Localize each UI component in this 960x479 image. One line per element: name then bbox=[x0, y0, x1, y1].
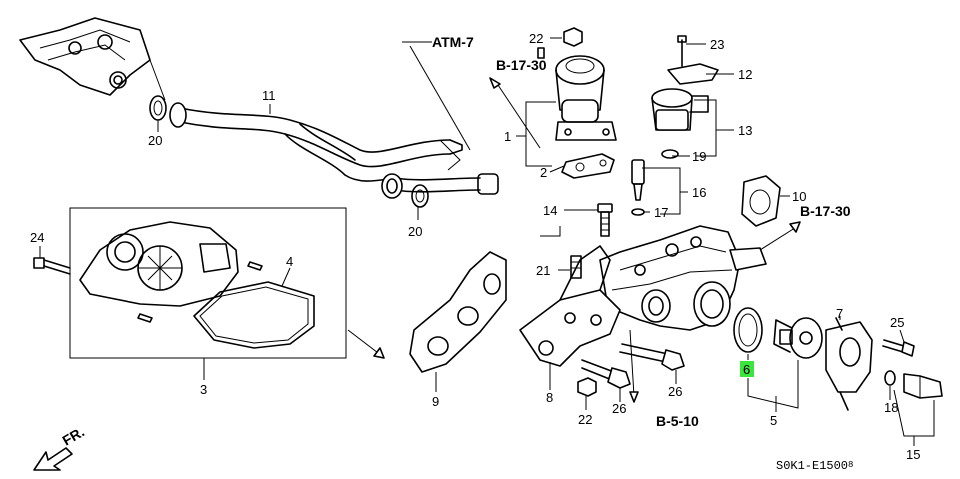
o-ring-lower bbox=[411, 184, 429, 208]
callout-9: 9 bbox=[432, 394, 439, 409]
pump-o-ring-inner bbox=[199, 286, 309, 344]
callout-3: 3 bbox=[200, 382, 207, 397]
dowel-pin-b bbox=[137, 313, 153, 323]
callout-5: 5 bbox=[770, 413, 777, 428]
nut-lower bbox=[577, 377, 597, 397]
thermostat-gasket bbox=[733, 307, 763, 353]
ref-atm-7: ATM-7 bbox=[432, 34, 474, 50]
callout-6-highlight bbox=[740, 361, 754, 377]
callout-26-right: 26 bbox=[668, 384, 682, 399]
temp-switch bbox=[884, 370, 943, 399]
solenoid-valve bbox=[651, 35, 719, 159]
o-ring-lower-inner bbox=[415, 189, 425, 203]
cover-bolt bbox=[882, 339, 915, 357]
callout-11: 11 bbox=[262, 88, 276, 103]
bleed-bolt bbox=[597, 203, 613, 237]
front-label: FR. bbox=[60, 423, 88, 448]
water-pump-box bbox=[69, 207, 347, 359]
leader-lines bbox=[39, 37, 935, 446]
callout-13: 13 bbox=[738, 123, 752, 138]
callout-24: 24 bbox=[30, 230, 44, 245]
ref-b-17-30-right: B-17-30 bbox=[800, 203, 851, 219]
thermostat-cover bbox=[825, 317, 873, 411]
callout-7: 7 bbox=[836, 306, 843, 321]
reference-arrows bbox=[347, 41, 801, 403]
callout-6: 6 bbox=[743, 362, 750, 377]
callout-14: 14 bbox=[543, 203, 557, 218]
callout-1: 1 bbox=[504, 129, 511, 144]
egr-gasket bbox=[561, 153, 615, 179]
callout-25: 25 bbox=[890, 315, 904, 330]
flange-bolt-right bbox=[619, 343, 685, 371]
egr-valve bbox=[537, 47, 617, 141]
ref-b-17-30-top: B-17-30 bbox=[496, 57, 547, 73]
callout-19: 19 bbox=[692, 149, 706, 164]
callout-22-top: 22 bbox=[529, 31, 543, 46]
callout-20-upper: 20 bbox=[148, 133, 162, 148]
callout-22-lower: 22 bbox=[578, 412, 592, 427]
callout-10: 10 bbox=[792, 189, 806, 204]
callout-4: 4 bbox=[286, 254, 293, 269]
water-pipe bbox=[169, 102, 499, 199]
callout-18: 18 bbox=[884, 400, 898, 415]
callout-26-lower: 26 bbox=[612, 401, 626, 416]
callout-21: 21 bbox=[536, 263, 550, 278]
pump-o-ring bbox=[193, 281, 315, 349]
intake-manifold-gasket bbox=[409, 251, 507, 373]
temperature-sensor bbox=[631, 159, 645, 201]
flange-bolt-lower bbox=[581, 359, 631, 389]
ref-b-5-10: B-5-10 bbox=[656, 413, 699, 429]
water-passage-housing bbox=[599, 225, 767, 331]
callout-23: 23 bbox=[710, 37, 724, 52]
dowel-pin-a bbox=[247, 261, 263, 271]
callout-20-lower: 20 bbox=[408, 224, 422, 239]
water-outlet-gasket bbox=[741, 175, 781, 227]
callout-15: 15 bbox=[906, 447, 920, 462]
engine-block-fragment bbox=[19, 17, 166, 101]
callout-8: 8 bbox=[546, 390, 553, 405]
water-pump bbox=[79, 221, 239, 307]
callout-12: 12 bbox=[738, 67, 752, 82]
callout-17: 17 bbox=[654, 205, 668, 220]
o-ring-upper-inner bbox=[153, 100, 163, 116]
sensor-washer bbox=[631, 208, 645, 216]
front-direction-arrow: FR. bbox=[33, 423, 88, 471]
engine-bracket bbox=[519, 245, 621, 367]
diagram-code: S0K1-E15008 bbox=[776, 459, 853, 473]
nut-top bbox=[563, 27, 583, 47]
thermostat bbox=[773, 317, 823, 359]
callout-16: 16 bbox=[692, 185, 706, 200]
o-ring-upper bbox=[149, 95, 167, 121]
callout-2: 2 bbox=[540, 165, 547, 180]
water-pump-bolt bbox=[33, 257, 71, 275]
